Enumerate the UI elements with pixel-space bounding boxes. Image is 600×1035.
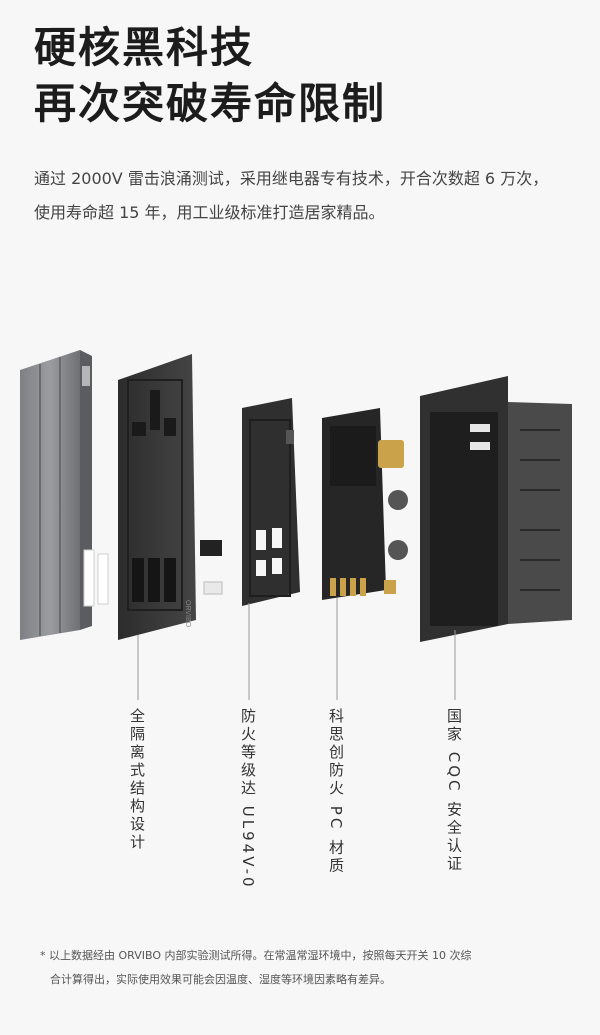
page-title: 硬核黑科技 再次突破寿命限制 [34, 20, 386, 132]
component-label-2: 防火等级达 UL94V-0 [239, 708, 257, 890]
component-label-1: 全隔离式结构设计 [128, 708, 146, 852]
title-line-2: 再次突破寿命限制 [34, 79, 387, 128]
footnote-line-2: 合计算得出，实际使用效果可能会因温度、湿度等环境因素略有差异。 [50, 973, 391, 986]
relay-board [322, 408, 408, 600]
component-label-4: 国家 CQC 安全认证 [445, 708, 463, 874]
back-box [420, 376, 572, 642]
exploded-switch-illustration: ORVIBO [20, 350, 572, 700]
brand-mark: ORVIBO [184, 600, 191, 628]
shield-plate [242, 398, 300, 606]
footnote: * 以上数据经由 ORVIBO 内部实验测试所得。在常温常湿环境中，按照每天开关… [40, 944, 580, 992]
component-label-3: 科思创防火 PC 材质 [327, 708, 345, 876]
description: 通过 2000V 雷击浪涌测试，采用继电器专有技术，开合次数超 6 万次，使用寿… [34, 169, 549, 222]
middle-frame: ORVIBO [118, 354, 223, 640]
front-panel [20, 350, 109, 640]
title-line-1: 硬核黑科技 [34, 23, 255, 72]
footnote-line-1: * 以上数据经由 ORVIBO 内部实验测试所得。在常温常湿环境中，按照每天开关… [40, 949, 472, 962]
